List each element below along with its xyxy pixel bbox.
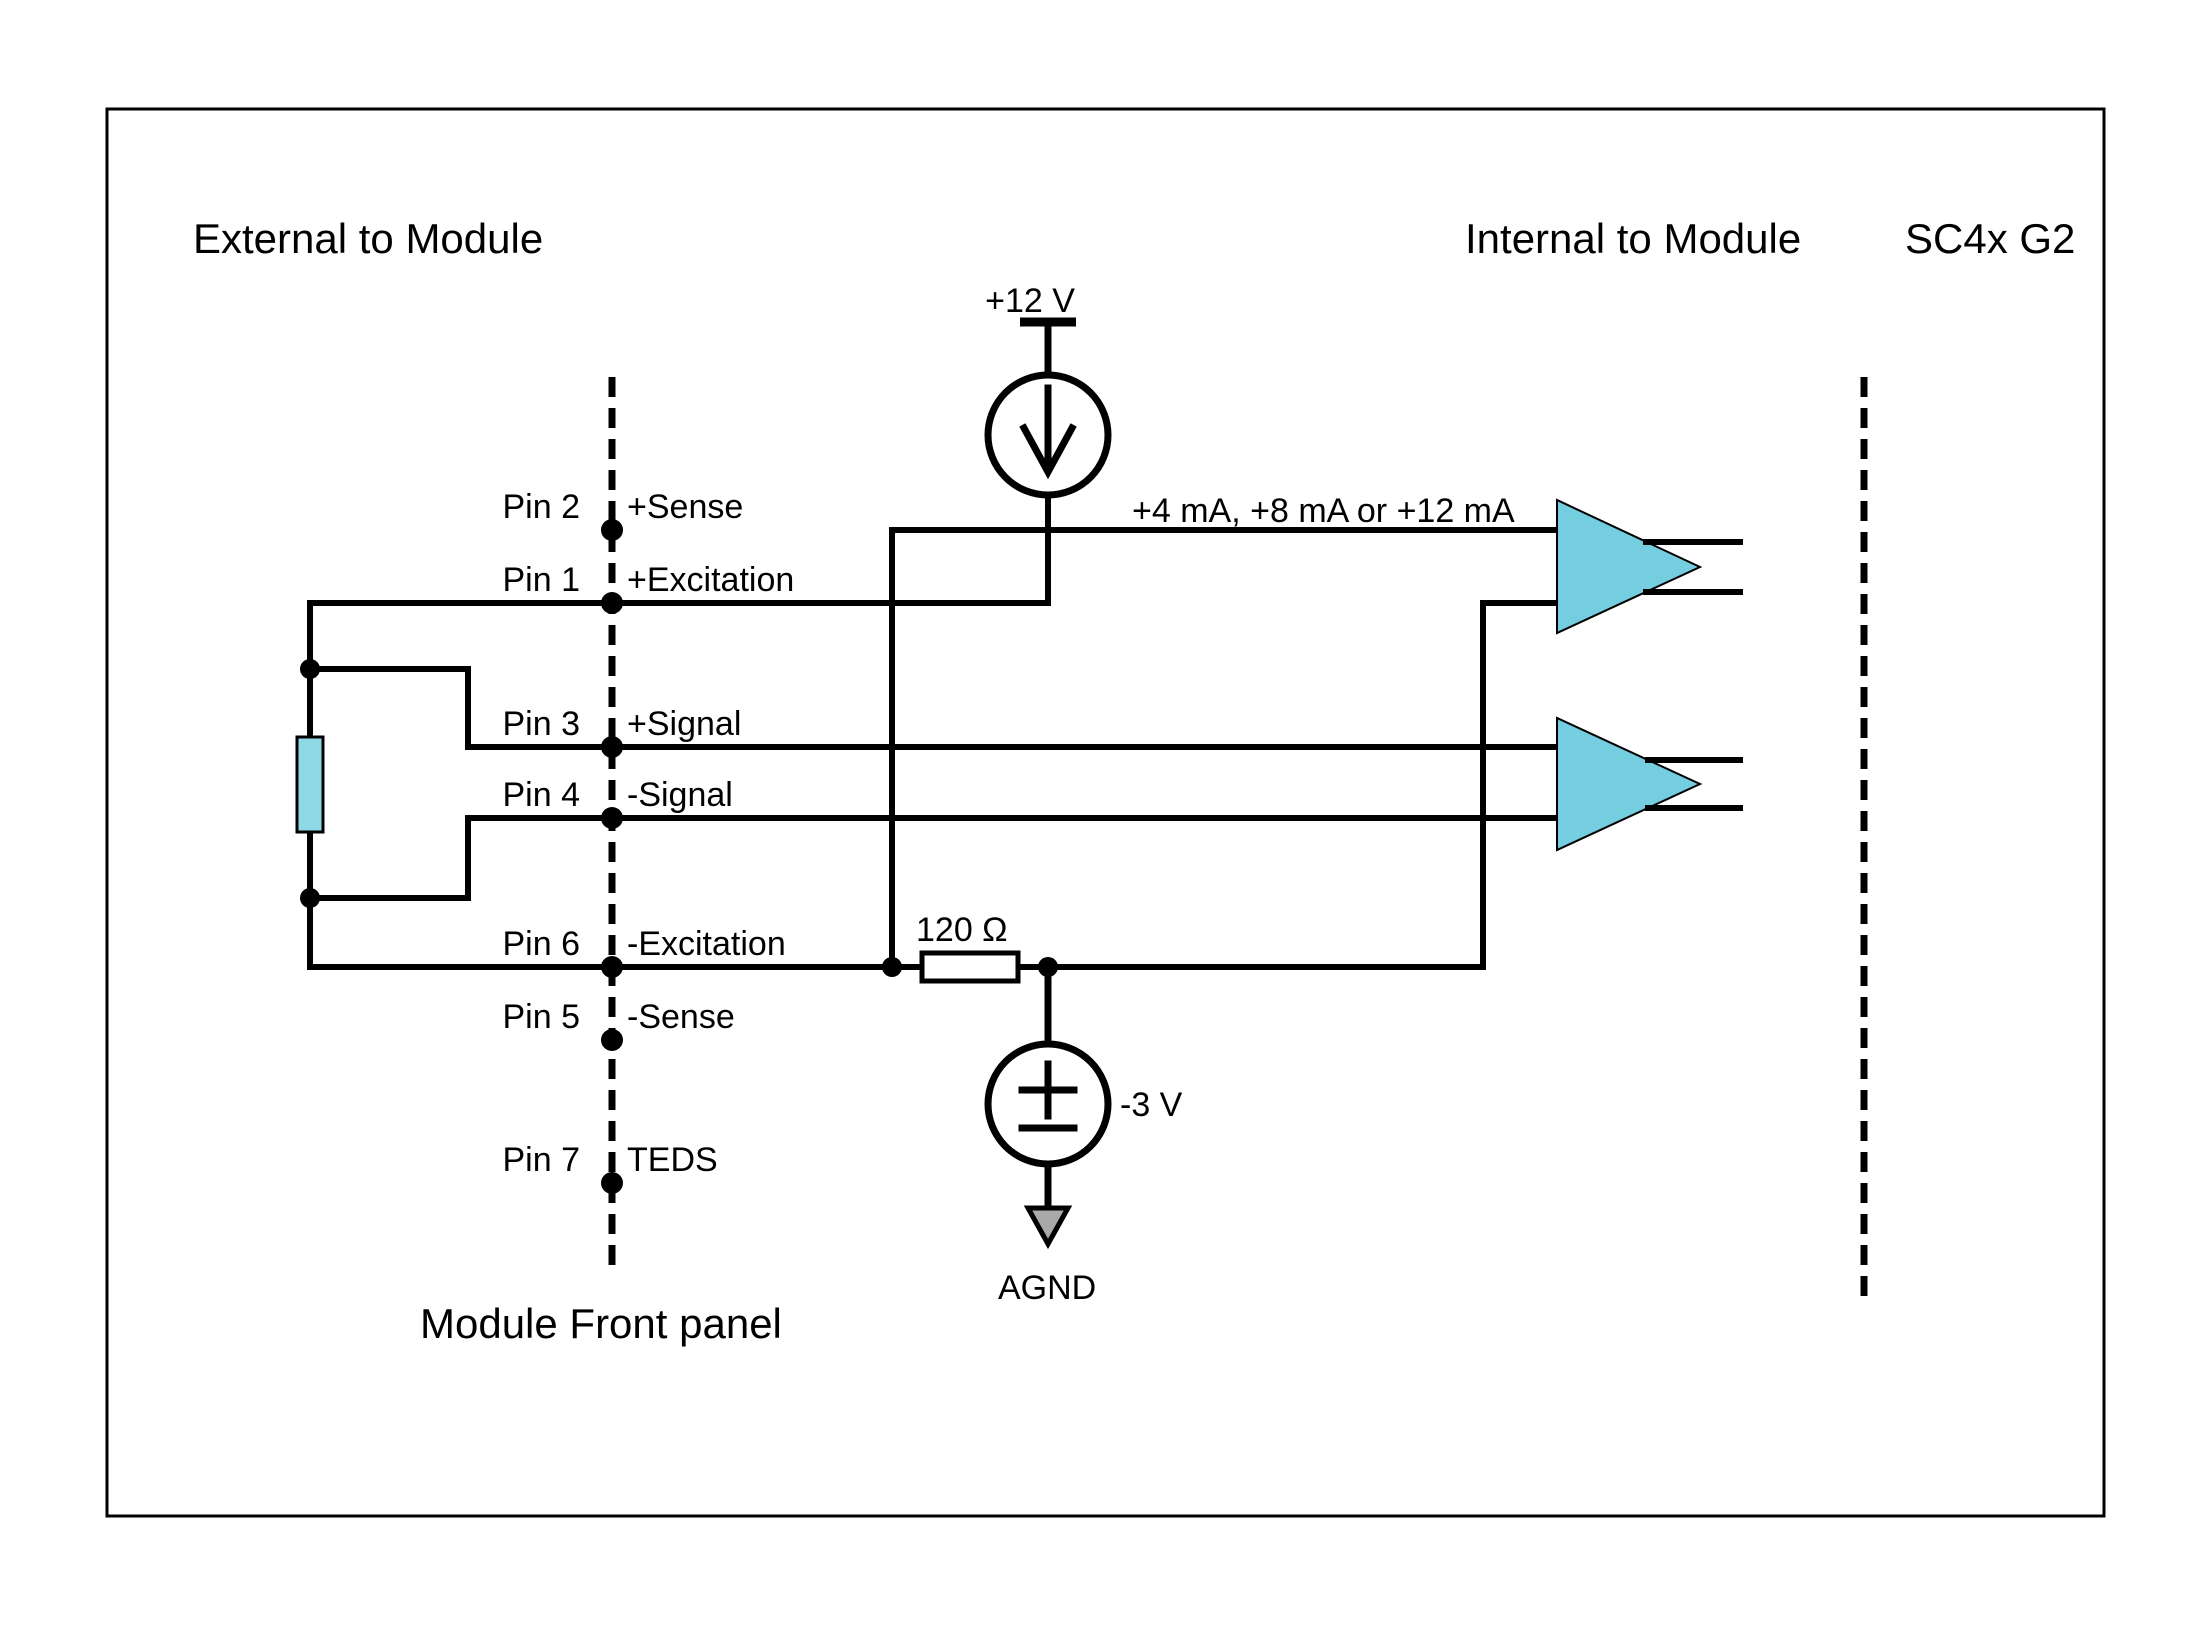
model-label: SC4x G2 [1905, 215, 2075, 262]
signal-label-excitation-pos: +Excitation [627, 561, 794, 599]
signal-label-signal-neg: -Signal [627, 776, 733, 814]
pin-label-5: Pin 5 [503, 998, 581, 1036]
signal-label-signal-pos: +Signal [627, 705, 741, 743]
wire-positive-sense [889, 527, 1561, 970]
front-panel-caption: Module Front panel [420, 1300, 782, 1347]
agnd-arrow-icon [1023, 1205, 1073, 1250]
strain-gauge [295, 735, 325, 834]
wire-negative-signal [307, 815, 1561, 901]
diagram-border [105, 107, 2106, 1518]
junction-dot-resistor-right [1038, 957, 1058, 977]
pin-label-2: Pin 2 [503, 488, 581, 526]
supply-voltage-label: +12 V [985, 282, 1075, 320]
signal-label-sense-pos: +Sense [627, 488, 743, 526]
title-internal: Internal to Module [1465, 215, 1801, 262]
pin-dot-7 [601, 1172, 623, 1194]
wire-positive-signal [307, 666, 1561, 750]
pin-dot-2 [601, 519, 623, 541]
resistor-120-ohm [919, 950, 1021, 984]
agnd-label: AGND [998, 1269, 1096, 1307]
pin-dot-6 [601, 956, 623, 978]
signal-label-sense-neg: -Sense [627, 998, 735, 1036]
junction-dot-gauge-bottom [300, 888, 320, 908]
pin-label-1: Pin 1 [503, 561, 581, 599]
resistor-label: 120 Ω [916, 911, 1008, 949]
pin-dot-5 [601, 1029, 623, 1051]
signal-label-teds: TEDS [627, 1141, 718, 1179]
pin-label-4: Pin 4 [503, 776, 581, 814]
pin-dot-1 [601, 592, 623, 614]
amplifier-2 [1556, 716, 1703, 852]
current-source-label: +4 mA, +8 mA or +12 mA [1132, 492, 1515, 530]
current-source-arrow-icon [1019, 423, 1077, 480]
neg-supply-label: -3 V [1120, 1086, 1183, 1124]
signal-label-excitation-neg: -Excitation [627, 925, 786, 963]
wire-excitation-loop [307, 492, 1561, 970]
junction-dot-resistor-left [882, 957, 902, 977]
pin-dot-3 [601, 736, 623, 758]
title-external: External to Module [193, 215, 543, 262]
pin-label-7: Pin 7 [503, 1141, 581, 1179]
pin-label-6: Pin 6 [503, 925, 581, 963]
amplifier-1 [1556, 498, 1703, 635]
junction-dot-gauge-top [300, 659, 320, 679]
pin-dot-4 [601, 807, 623, 829]
pin-label-3: Pin 3 [503, 705, 581, 743]
